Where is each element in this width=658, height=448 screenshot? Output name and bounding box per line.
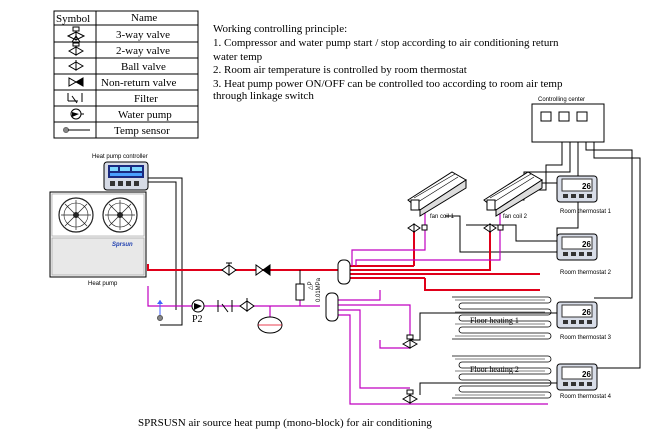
non-return-valve-icon bbox=[68, 77, 84, 87]
thermostat-temp-readout: 26 bbox=[582, 240, 591, 249]
heat-pump-unit: Sprsun bbox=[49, 191, 147, 278]
room-thermostat-2: 26 bbox=[556, 233, 598, 261]
supply-manifold bbox=[337, 259, 351, 285]
pump-label: P2 bbox=[192, 314, 203, 325]
heat-pump-controller bbox=[103, 161, 149, 191]
diagram-caption: SPRSUSN air source heat pump (mono-block… bbox=[138, 417, 432, 429]
legend-item-label: Ball valve bbox=[121, 61, 166, 73]
heat-pump-label: Heat pump bbox=[88, 281, 118, 287]
legend-header-symbol: Symbol bbox=[56, 13, 90, 25]
temp-sensor-icon bbox=[63, 127, 90, 133]
thermostat-3-label: Room thermostat 3 bbox=[560, 335, 612, 341]
3-way-valve-icon bbox=[407, 223, 428, 233]
bypass-delta-label: △P bbox=[308, 281, 314, 290]
floor-heating-coil-2 bbox=[452, 355, 552, 399]
floor-heating-2-label: Floor heating 2 bbox=[470, 365, 519, 374]
3-way-valve-icon bbox=[66, 26, 86, 43]
legend-item-label: Filter bbox=[134, 93, 158, 105]
thermostat-temp-readout: 26 bbox=[582, 370, 591, 379]
bypass-pressure-label: 0.01MPa bbox=[316, 277, 322, 302]
filter-icon bbox=[217, 300, 233, 313]
expansion-tank bbox=[257, 316, 283, 334]
fan-icon bbox=[102, 197, 138, 233]
2-way-valve-icon bbox=[401, 334, 419, 349]
fan-coil-1-label: fan coil 1 bbox=[430, 214, 455, 220]
return-piping bbox=[147, 208, 548, 405]
legend-item-label: 2-way valve bbox=[116, 45, 170, 57]
fan-icon bbox=[58, 197, 94, 233]
ball-valve-icon bbox=[67, 60, 85, 71]
legend-item-label: Non-return valve bbox=[101, 77, 177, 89]
thermostat-2-label: Room thermostat 2 bbox=[560, 270, 612, 276]
legend-item-label: Water pump bbox=[118, 109, 172, 121]
water-pump-icon bbox=[70, 108, 84, 120]
working-principle: Working controlling principle: 1. Compre… bbox=[213, 23, 563, 102]
controlling-center bbox=[531, 103, 605, 143]
fan-coil-2-label: fan coil 2 bbox=[503, 214, 528, 220]
room-thermostat-1: 26 bbox=[556, 175, 598, 203]
non-return-valve-icon bbox=[255, 264, 271, 276]
fan-coil-unit-1 bbox=[407, 171, 467, 217]
legend-item-label: Temp sensor bbox=[114, 125, 170, 137]
filter-icon bbox=[67, 93, 83, 104]
legend-table: Symbol Name 3-way valve 2-way valve Ball… bbox=[53, 10, 199, 139]
room-thermostat-3: 26 bbox=[556, 301, 598, 329]
thermostat-temp-readout: 26 bbox=[582, 182, 591, 191]
return-manifold bbox=[325, 292, 339, 322]
controlling-center-label: Controlling center bbox=[538, 97, 585, 103]
ball-valve-icon bbox=[221, 262, 237, 276]
principle-line: water temp bbox=[213, 51, 263, 63]
3-way-valve-icon bbox=[483, 223, 504, 233]
2-way-valve-icon bbox=[67, 42, 85, 56]
water-pump-icon bbox=[191, 299, 205, 313]
legend-header-name: Name bbox=[131, 12, 157, 24]
floor-heating-1-label: Floor heating 1 bbox=[470, 316, 519, 325]
principle-line: 1. Compressor and water pump start / sto… bbox=[213, 37, 559, 49]
bypass-valve bbox=[295, 270, 305, 301]
ball-valve-icon bbox=[239, 298, 255, 312]
legend-item-label: 3-way valve bbox=[116, 29, 170, 41]
supply-piping bbox=[147, 228, 540, 291]
principle-title: Working controlling principle: bbox=[213, 23, 347, 35]
principle-line: through linkage switch bbox=[213, 90, 314, 102]
principle-line: 3. Heat pump power ON/OFF can be control… bbox=[213, 78, 563, 90]
floor-heating-coil-1 bbox=[452, 296, 552, 340]
thermostat-temp-readout: 26 bbox=[582, 308, 591, 317]
temp-sensor-icon bbox=[157, 300, 163, 321]
principle-line: 2. Room air temperature is controlled by… bbox=[213, 64, 467, 76]
brand-logo: Sprsun bbox=[112, 242, 133, 248]
room-thermostat-4: 26 bbox=[556, 363, 598, 391]
heat-pump-controller-label: Heat pump controller bbox=[92, 154, 148, 160]
2-way-valve-icon bbox=[401, 389, 419, 404]
thermostat-1-label: Room thermostat 1 bbox=[560, 209, 612, 215]
thermostat-4-label: Room thermostat 4 bbox=[560, 394, 612, 400]
fan-coil-unit-2 bbox=[483, 171, 543, 217]
